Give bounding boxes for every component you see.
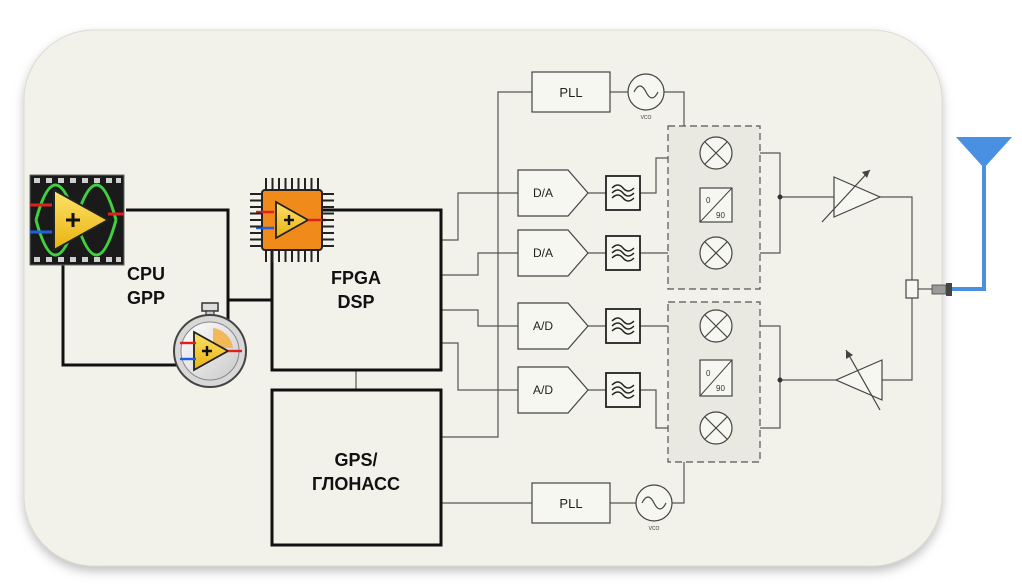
fpga-chip-icon [250,178,334,262]
mixer-icon [699,136,733,170]
phase-splitter-bottom: 0 90 [699,359,733,397]
low-pass-filter-icon [605,308,641,344]
mixer-icon [699,236,733,270]
converter-ad-1: A/D [517,302,589,350]
cpu-label-line1: CPU [127,264,165,284]
fpga-label-line2: DSP [337,292,374,312]
mixers [699,136,733,445]
antenna-icon [952,137,1012,291]
pll-top-block: PLL [531,71,611,113]
phase-top-0: 0 [706,196,711,205]
oscillator-icon: VCO [635,484,673,532]
converter-label: D/A [533,186,553,200]
oscillator-icon: VCO [627,73,665,121]
low-pass-filter-icon [605,175,641,211]
converter-label: D/A [533,246,553,260]
pll-top-label: PLL [559,85,582,100]
fpga-label-line1: FPGA [331,268,381,288]
phase-splitter-top: 0 90 [699,187,733,223]
converter-label: A/D [533,319,553,333]
cpu-label-line2: GPP [127,288,165,308]
vco-top-label: VCO [641,115,652,121]
amplifier-icon [821,169,882,223]
labview-vi-icon [29,174,125,266]
gps-label-line2: ГЛОНАСС [312,474,400,494]
sma-connector-icon [931,283,952,296]
phase-bottom-90: 90 [716,384,725,393]
fpga-block [270,208,443,372]
pll-bottom-block: PLL [531,482,611,524]
gps-block [270,388,443,547]
rf-switch [905,279,919,299]
converter-da-2: D/A [517,229,589,277]
amplifier-icon [834,349,883,411]
phase-bottom-0: 0 [706,369,711,378]
pll-bottom-label: PLL [559,496,582,511]
converter-label: A/D [533,383,553,397]
vco-bottom-label: VCO [649,526,660,532]
mixer-icon [699,309,733,343]
converter-da-1: D/A [517,169,589,217]
low-pass-filter-icon [605,372,641,408]
phase-top-90: 90 [716,211,725,220]
low-pass-filter-icon [605,235,641,271]
converter-ad-2: A/D [517,366,589,414]
stopwatch-timed-loop-icon [173,302,247,388]
gps-label-line1: GPS/ [334,450,377,470]
mixer-icon [699,411,733,445]
low-pass-filters [605,175,641,408]
